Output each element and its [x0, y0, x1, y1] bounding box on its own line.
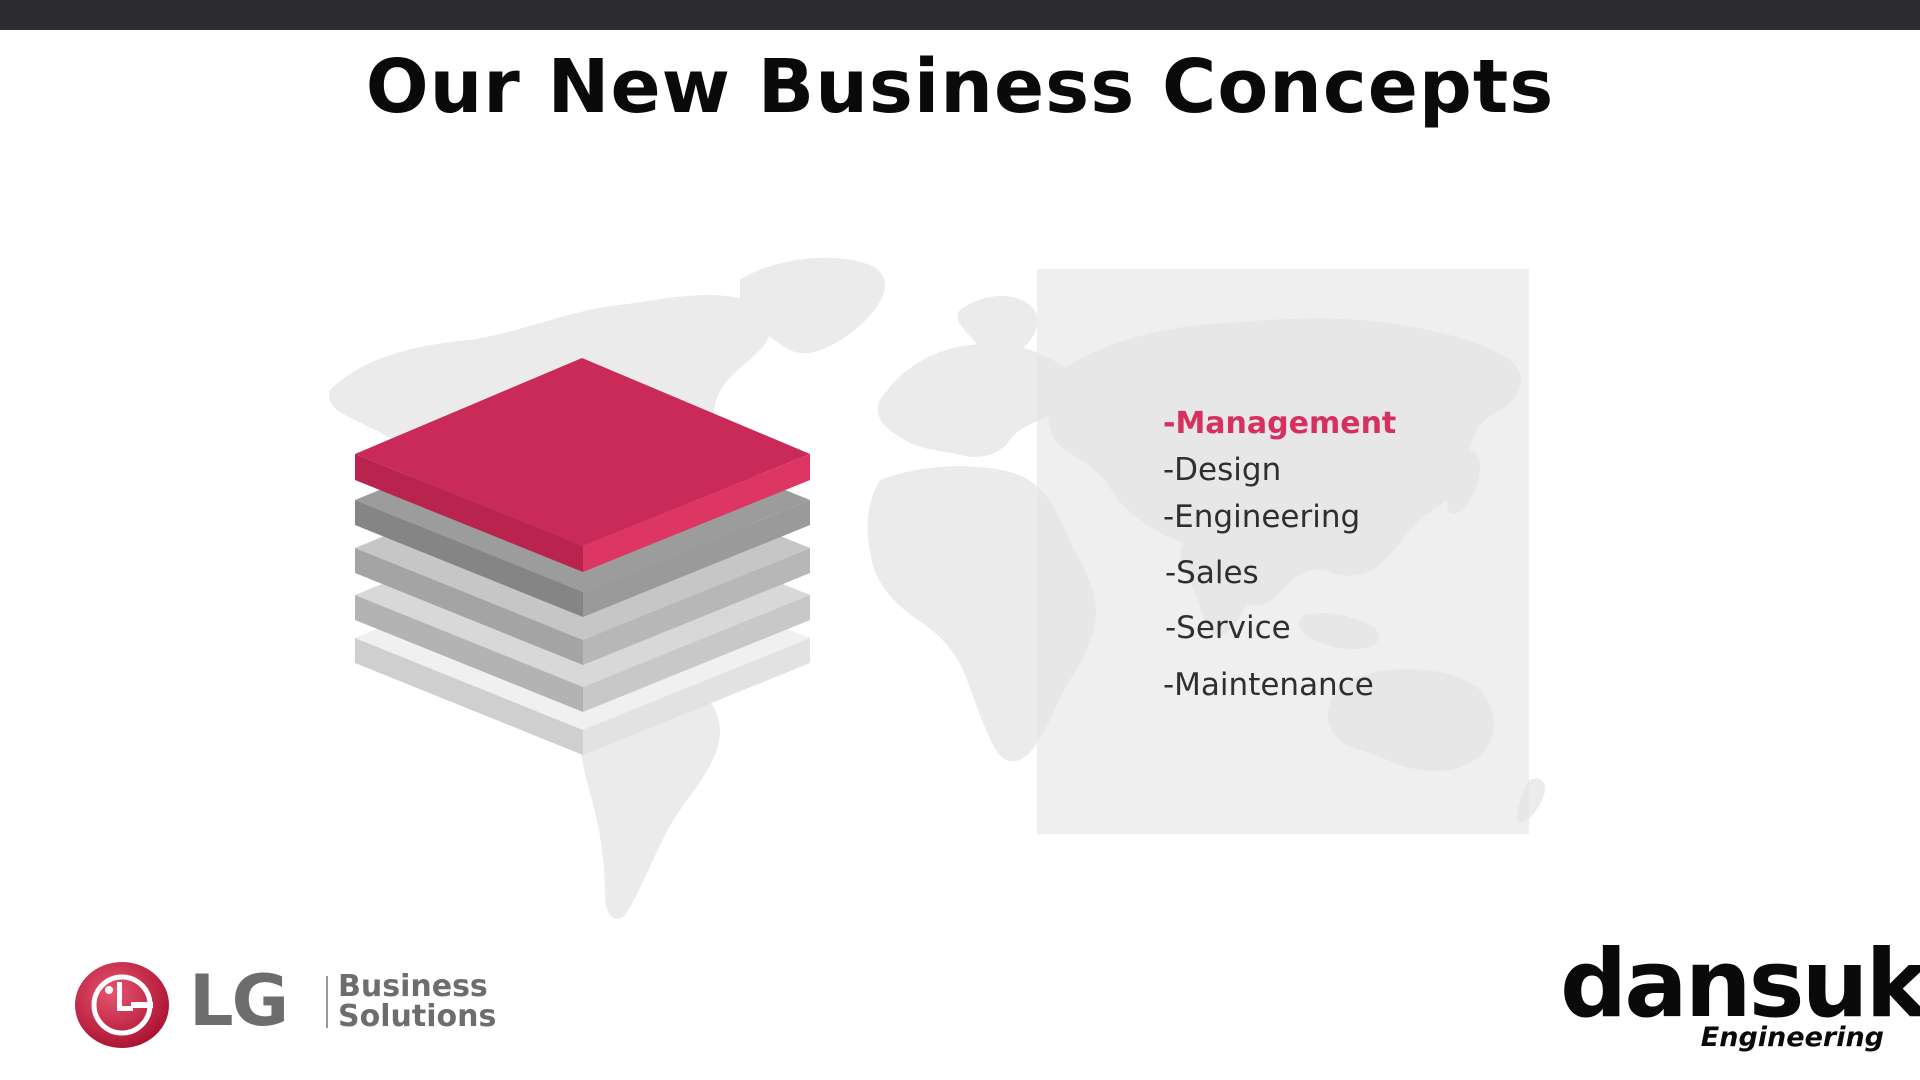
lg-logo-subtitle: Business Solutions [338, 972, 496, 1032]
lg-logo-line2: Solutions [338, 999, 497, 1034]
lg-logo-line1: Business [338, 969, 488, 1004]
concept-item-design: -Design [1163, 452, 1282, 488]
dansuk-logo-name: dansuk [1560, 930, 1920, 1039]
layer-stack-graphic [355, 358, 810, 755]
stack-layer-top [355, 358, 810, 572]
lg-logo-divider [326, 976, 328, 1028]
concept-item-sales: -Sales [1165, 555, 1259, 591]
lg-face-icon [75, 962, 169, 1048]
concept-item-management: -Management [1163, 406, 1397, 441]
slide-title: Our New Business Concepts [365, 44, 1555, 130]
concept-item-service: -Service [1165, 610, 1291, 646]
top-bar [0, 0, 1920, 30]
lg-logo-text: LG [189, 960, 289, 1042]
concepts-panel [1037, 269, 1529, 834]
dansuk-logo-sub: Engineering [1700, 1022, 1884, 1053]
concept-item-engineering: -Engineering [1163, 499, 1361, 535]
concept-item-maintenance: -Maintenance [1163, 667, 1374, 703]
dansuk-logo: dansuk Engineering [1560, 930, 1920, 1053]
